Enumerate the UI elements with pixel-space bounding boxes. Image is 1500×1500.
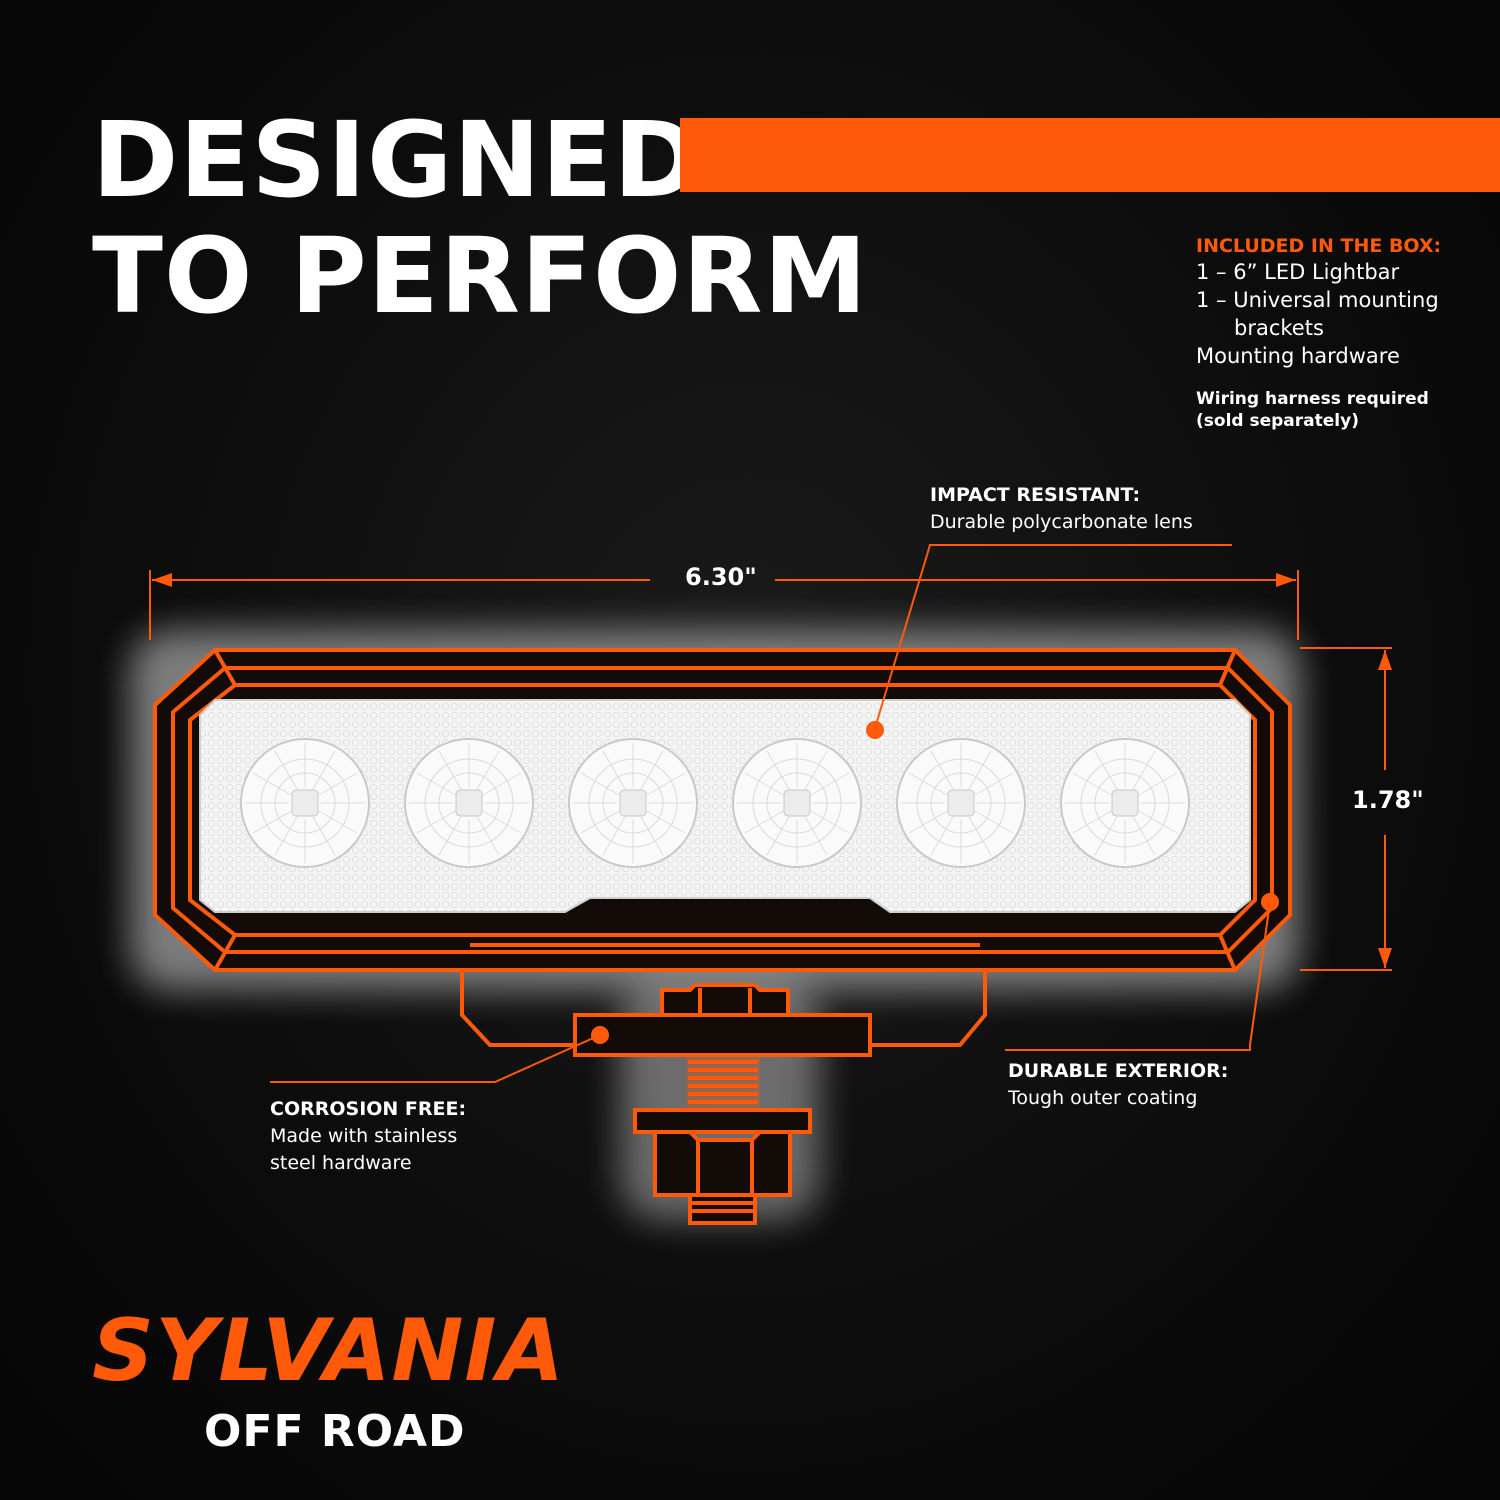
- width-dimension-arrows: [152, 573, 1296, 587]
- led-module: [568, 738, 698, 868]
- wiring-note-line: (sold separately): [1196, 411, 1359, 431]
- led-modules: [240, 738, 1190, 868]
- callout-leaders: [270, 544, 1271, 1083]
- callout-description: Made with stainless: [270, 1125, 458, 1147]
- height-dimension-arrows: [1378, 650, 1392, 968]
- led-module: [732, 738, 862, 868]
- included-title: INCLUDED IN THE BOX:: [1196, 235, 1442, 257]
- callout-impact-resistant: IMPACT RESISTANT: Durable polycarbonate …: [930, 482, 1193, 536]
- height-dimension-label: 1.78": [1352, 786, 1424, 814]
- callout-title: DURABLE EXTERIOR:: [1008, 1060, 1229, 1082]
- led-module: [1060, 738, 1190, 868]
- callout-durable-exterior: DURABLE EXTERIOR: Tough outer coating: [1008, 1058, 1228, 1112]
- width-dimension-label: 6.30": [685, 563, 757, 591]
- included-in-box: INCLUDED IN THE BOX: 1 – 6” LED Lightbar…: [1196, 234, 1496, 432]
- width-dimension-line: [149, 570, 1299, 640]
- callout-dots: [591, 721, 1279, 1044]
- led-module: [896, 738, 1026, 868]
- included-item: Mounting hardware: [1196, 344, 1400, 368]
- included-item: brackets: [1234, 316, 1324, 340]
- brand-subtitle: OFF ROAD: [204, 1406, 466, 1457]
- callout-description: steel hardware: [270, 1152, 412, 1174]
- callout-corrosion-free: CORROSION FREE: Made with stainless stee…: [270, 1096, 466, 1177]
- headline-line-1: DESIGNED: [92, 99, 701, 221]
- callout-description: Durable polycarbonate lens: [930, 511, 1193, 533]
- included-item: 1 – 6” LED Lightbar: [1196, 260, 1400, 284]
- callout-description: Tough outer coating: [1008, 1087, 1198, 1109]
- included-item: 1 – Universal mounting: [1196, 288, 1439, 312]
- mounting-hardware: [633, 983, 812, 1225]
- led-module: [240, 738, 370, 868]
- brand-logo: SYLVANIA: [92, 1301, 565, 1401]
- mounting-bracket: [460, 970, 987, 1057]
- callout-title: CORROSION FREE:: [270, 1098, 467, 1120]
- led-module: [404, 738, 534, 868]
- headline-line-2: TO PERFORM: [92, 215, 868, 337]
- accent-bar: [680, 118, 1500, 192]
- wiring-note-line: Wiring harness required: [1196, 389, 1429, 409]
- callout-title: IMPACT RESISTANT:: [930, 484, 1141, 506]
- wiring-note: Wiring harness required (sold separately…: [1196, 388, 1496, 432]
